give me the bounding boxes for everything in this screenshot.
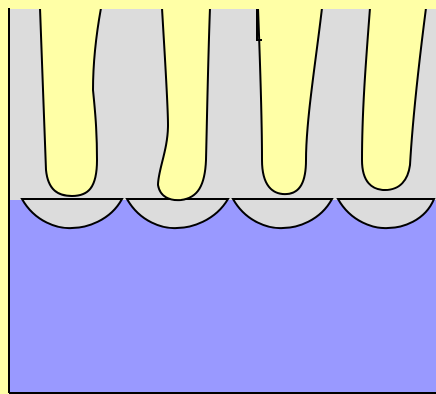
finger-1: [40, 8, 101, 196]
